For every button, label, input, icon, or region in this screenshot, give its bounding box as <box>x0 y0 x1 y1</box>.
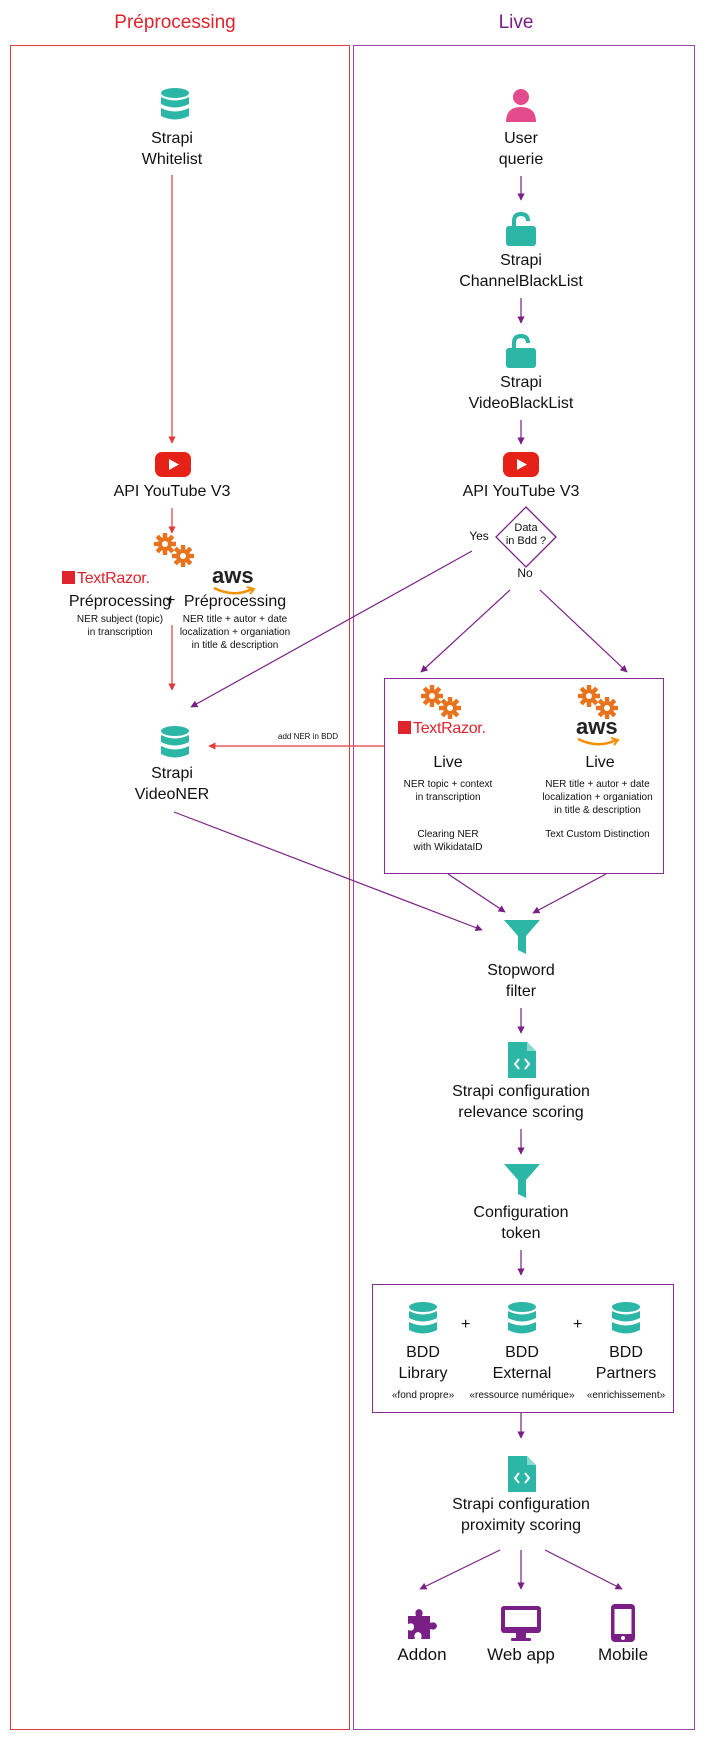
user-icon <box>506 89 536 122</box>
arrow-no-aws <box>539 589 628 673</box>
lane-live <box>353 45 695 1730</box>
lock-icon <box>506 334 536 368</box>
code-file-icon <box>508 1456 536 1492</box>
database-icon <box>409 1302 437 1334</box>
ner-live-box <box>384 678 664 874</box>
lane-preprocessing <box>10 45 350 1730</box>
textrazor-pre-title: Préprocessing <box>68 593 172 610</box>
bdd-box <box>372 1284 674 1413</box>
plus-sign: + <box>573 1316 583 1333</box>
textrazor-live-title: Live <box>433 754 463 771</box>
lane-title-live: Live <box>498 12 534 33</box>
aws-logo: aws <box>212 563 254 588</box>
arrow-proximity-mobile <box>544 1549 623 1590</box>
phone-icon <box>611 1604 635 1642</box>
aws-live-custom: Text Custom Distinction <box>545 829 650 840</box>
api-youtube-live-label: API YouTube V3 <box>462 483 580 500</box>
output-webapp-label: Web app <box>487 1645 555 1664</box>
textrazor-logo: TextRazor. <box>398 720 486 738</box>
output-mobile-label: Mobile <box>597 1645 649 1664</box>
arrow-yes-videoner <box>190 550 473 708</box>
arrow-tr-stopword <box>447 873 506 913</box>
aws-logo: aws <box>576 714 618 739</box>
bdd-library-note: «fond propre» <box>391 1390 455 1401</box>
textrazor-logo: TextRazor. <box>62 570 150 588</box>
arrow-aws-stopword <box>532 873 607 914</box>
output-addon-label: Addon <box>397 1645 447 1664</box>
lock-icon <box>506 212 536 246</box>
decision-diamond <box>495 506 557 568</box>
funnel-icon <box>504 920 540 954</box>
gears-icon <box>578 685 618 719</box>
bdd-partners-note: «enrichissement» <box>586 1390 666 1401</box>
decision-no: No <box>517 566 533 580</box>
youtube-icon <box>503 452 539 477</box>
arrow-proximity-addon <box>419 1549 501 1590</box>
aws-smile-icon <box>213 586 256 595</box>
database-icon <box>161 726 189 758</box>
funnel-icon <box>504 1164 540 1198</box>
monitor-icon <box>501 1606 541 1641</box>
puzzle-icon <box>408 1609 437 1639</box>
database-icon <box>161 88 189 120</box>
aws-smile-icon <box>577 737 620 746</box>
code-file-icon <box>508 1042 536 1078</box>
decision-yes: Yes <box>469 529 489 543</box>
aws-live-title: Live <box>585 754 615 771</box>
textrazor-pre-desc: NER subject (topic)in transcription <box>76 614 164 638</box>
youtube-icon <box>155 452 191 477</box>
add-ner-label: add NER in BDD <box>278 732 339 741</box>
api-youtube-pre-label: API YouTube V3 <box>113 483 231 500</box>
plus-sign: + <box>166 592 176 609</box>
arrow-videoner-stopword <box>173 811 483 932</box>
bdd-external-note: «ressource numérique» <box>469 1390 575 1401</box>
plus-sign: + <box>461 1316 471 1333</box>
database-icon <box>508 1302 536 1334</box>
aws-pre-title: Préprocessing <box>183 593 287 610</box>
database-icon <box>612 1302 640 1334</box>
lane-title-preprocessing: Préprocessing <box>114 12 236 33</box>
arrow-no-textrazor <box>420 589 511 673</box>
gears-icon <box>421 685 461 719</box>
gears-icon <box>154 533 194 567</box>
